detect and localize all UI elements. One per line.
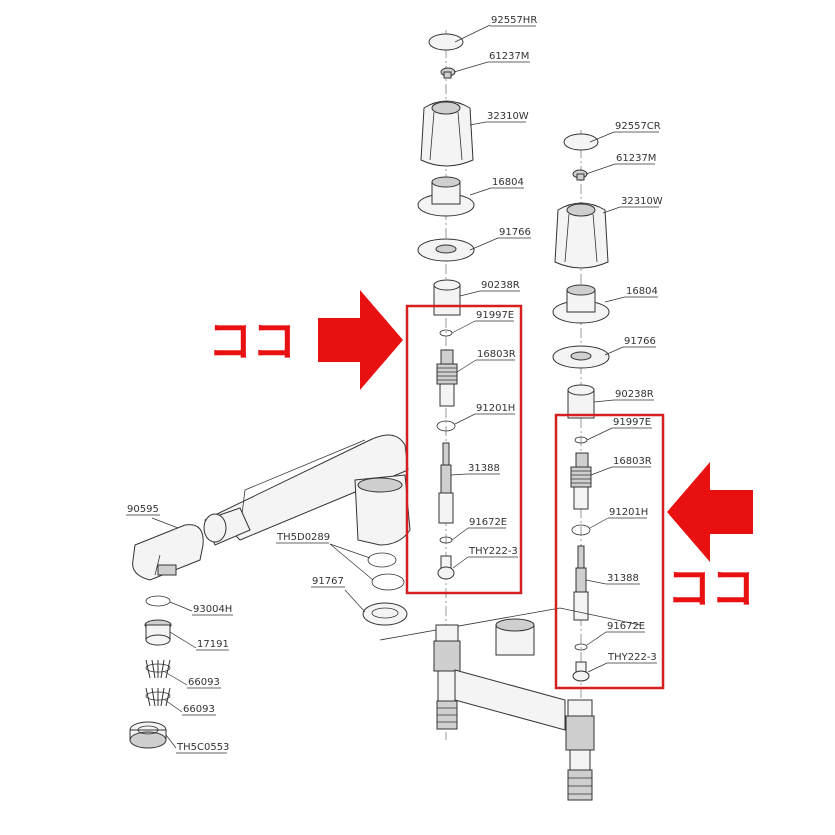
label-left-bonnet: 16804 [492, 177, 524, 188]
label-right-headpart: 16803R [613, 456, 652, 467]
label-right-sleeve: 90238R [615, 389, 654, 400]
label-left-screw: 61237M [489, 51, 529, 62]
headpart-body [439, 383, 455, 407]
label-right-bonnet: 16804 [626, 286, 658, 297]
label-right-ring: 91201H [609, 507, 648, 518]
label-right-spindle: 31388 [607, 573, 639, 584]
label-left-handle: 32310W [487, 111, 529, 122]
cap-disc [428, 33, 464, 51]
label-aerator: 17191 [197, 639, 229, 650]
arrow-left-icon [667, 462, 753, 562]
label-right-small-ring: 91672E [607, 621, 645, 632]
callout-text-right: ココ [667, 563, 755, 614]
label-left-headpart: 16803R [477, 349, 516, 360]
label-screen-2: 66093 [183, 704, 215, 715]
spindle-thread [440, 464, 452, 494]
highlight-box-left [405, 304, 523, 595]
body-labels: TH5D0289 91767 [276, 532, 345, 588]
headpart-thread [436, 363, 458, 385]
o-ring-small [439, 329, 453, 337]
label-body-washer: 91767 [312, 576, 344, 587]
headpart-top [440, 349, 454, 365]
label-left-ring: 91201H [476, 403, 515, 414]
spout-labels: 90595 93004H 17191 66093 66093 TH5C0553 [126, 504, 233, 754]
callout-text-left: ココ [208, 316, 296, 367]
cap-disc-right [563, 133, 599, 151]
label-left-cap: 92557HR [491, 15, 537, 26]
valve-top [440, 555, 452, 569]
label-spout-ring: 93004H [193, 604, 232, 615]
spout-head [132, 524, 204, 581]
highlight-box-right [554, 413, 665, 690]
label-left-valve: THY222-3 [468, 546, 518, 557]
arrow-right-icon [318, 290, 403, 390]
label-left-spindle: 31388 [468, 463, 500, 474]
leader-lines [151, 24, 626, 749]
ring [436, 420, 456, 432]
label-screen-1: 66093 [188, 677, 220, 688]
label-left-oring: 91997E [476, 310, 514, 321]
spindle-top [442, 442, 450, 466]
label-right-washer: 91766 [624, 336, 656, 347]
right-labels: 92557CR 61237M 32310W 16804 91766 90238R… [606, 121, 663, 664]
handle [420, 100, 474, 167]
valve [437, 566, 455, 580]
spout-parts [129, 524, 204, 749]
label-right-cap: 92557CR [615, 121, 661, 132]
label-body-oring: TH5D0289 [276, 532, 330, 543]
label-right-screw: 61237M [616, 153, 656, 164]
handle-top [431, 101, 461, 115]
left-assembly [417, 33, 475, 580]
label-left-sleeve: 90238R [481, 280, 520, 291]
body-hub [354, 474, 411, 546]
label-right-handle: 32310W [621, 196, 663, 207]
label-left-small-ring: 91672E [469, 517, 507, 528]
label-spout-head: 90595 [127, 504, 159, 515]
label-spout-nut: TH5C0553 [176, 742, 229, 753]
label-left-washer: 91766 [499, 227, 531, 238]
right-assembly [552, 133, 610, 682]
screw-shank [443, 71, 452, 79]
label-right-oring: 91997E [613, 417, 651, 428]
faucet-body [203, 434, 641, 801]
label-right-valve: THY222-3 [607, 652, 657, 663]
left-labels: 92557HR 61237M 32310W 16804 91766 90238R… [467, 15, 537, 558]
spindle-body [438, 492, 454, 524]
